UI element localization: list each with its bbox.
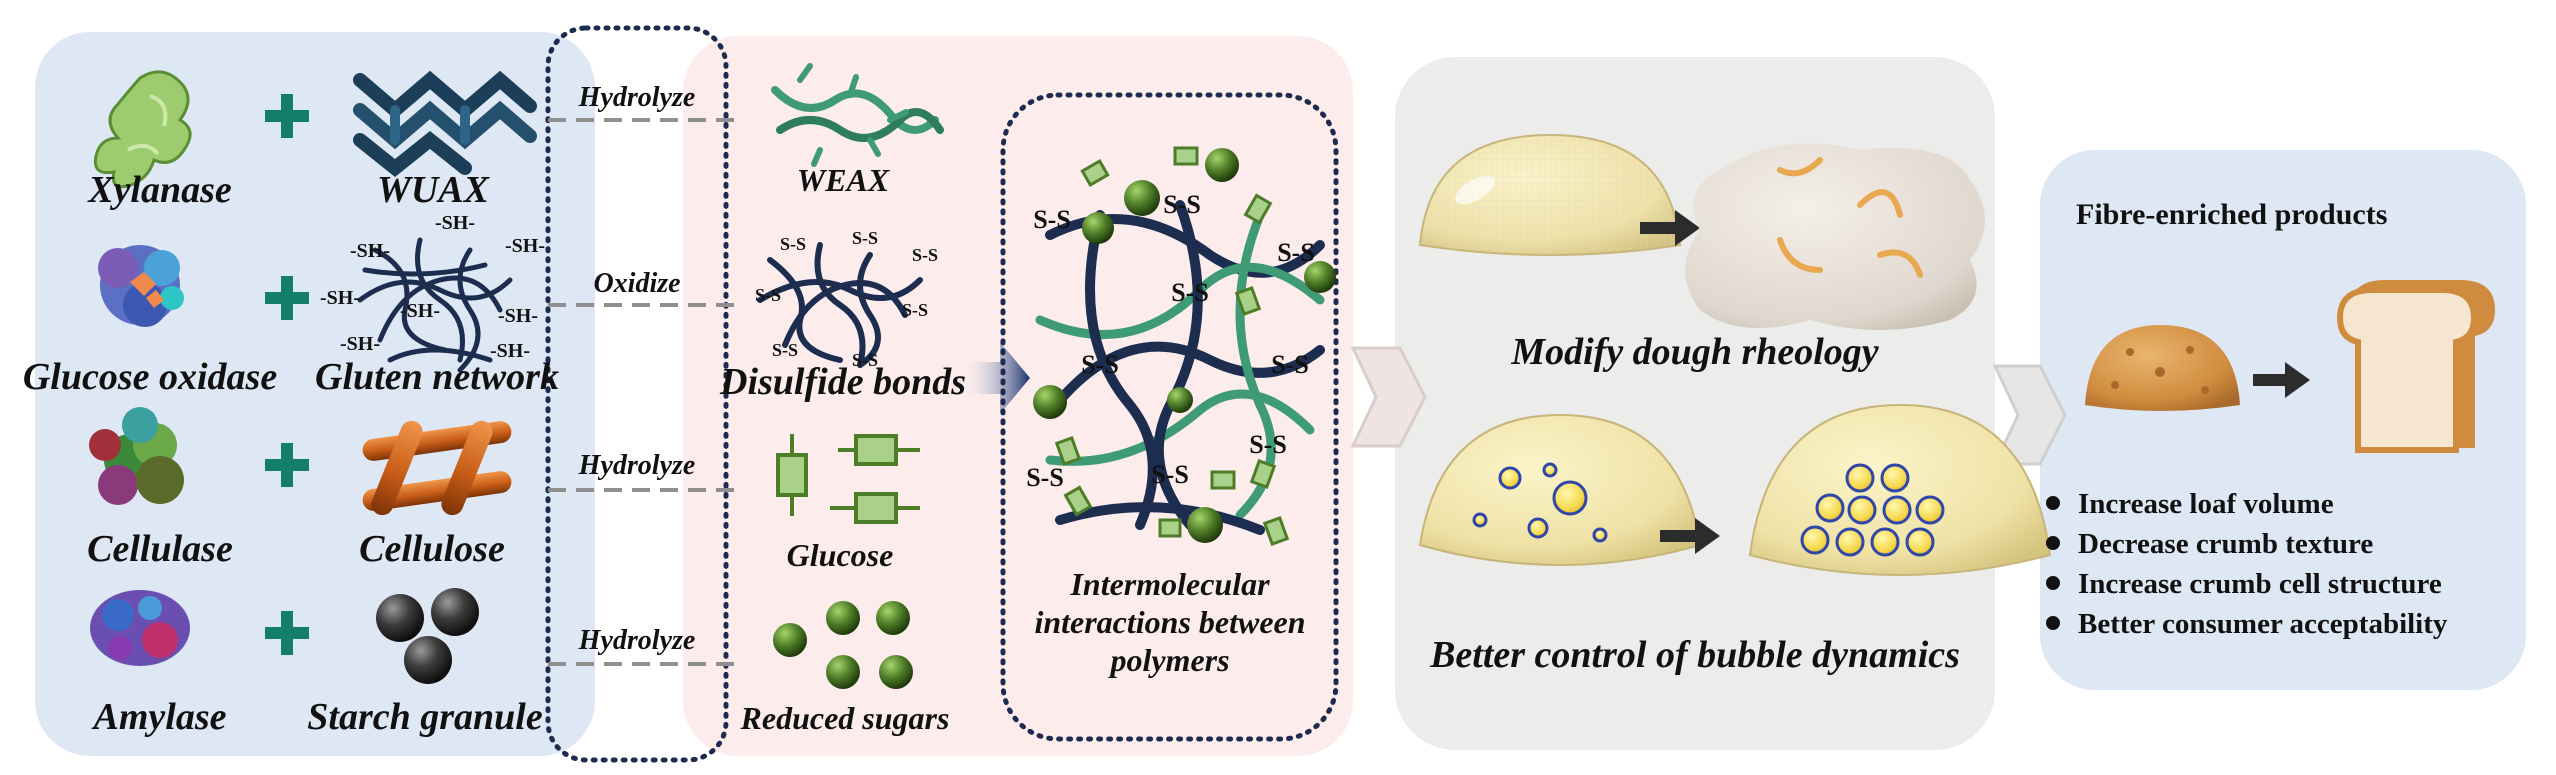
label-ss: S-S xyxy=(1271,350,1309,379)
label-sh: -SH- xyxy=(320,287,360,309)
label-ss: S-S xyxy=(1026,463,1064,492)
arrow-right-icon xyxy=(1640,210,1700,246)
chevron-arrow-2 xyxy=(1992,364,2067,466)
benefit-item: Better consumer acceptability xyxy=(2046,604,2447,644)
plus-icon xyxy=(265,611,309,655)
enzyme-panel xyxy=(35,32,595,756)
label-glucose: Glucose xyxy=(786,537,894,573)
label-ss: S-S xyxy=(851,350,879,370)
label-sh: -SH- xyxy=(490,340,530,362)
reaction-arrows xyxy=(548,118,740,666)
label-starch-granule: Starch granule xyxy=(307,696,543,738)
label-bubble-dynamics: Better control of bubble dynamics xyxy=(1430,634,1960,676)
plus-icon xyxy=(265,94,309,138)
label-amylase: Amylase xyxy=(93,696,227,738)
glucose-oxidase-icon xyxy=(98,245,184,327)
label-ss: S-S xyxy=(1171,278,1209,307)
label-ss: S-S xyxy=(911,245,939,265)
label-sh: -SH- xyxy=(350,240,390,262)
label-xylanase: Xylanase xyxy=(88,169,232,211)
xylanase-icon xyxy=(93,70,192,189)
label-weax: WEAX xyxy=(796,162,890,198)
bullet-icon xyxy=(2046,616,2060,631)
intermolecular-box xyxy=(1000,92,1339,742)
bullet-icon xyxy=(2046,576,2060,591)
label-modify-dough-rheology: Modify dough rheology xyxy=(1511,331,1879,373)
network-glucose-units xyxy=(1054,146,1290,546)
label-ss: S-S xyxy=(754,285,782,305)
label-ss: S-S xyxy=(771,340,799,360)
chevron-arrow-1 xyxy=(1350,346,1427,448)
benefit-item: Increase crumb cell structure xyxy=(2046,564,2447,604)
dough-bubbles-before-icon xyxy=(1418,413,1702,566)
label-reduced-sugars: Reduced sugars xyxy=(740,700,950,736)
label-ss: S-S xyxy=(851,228,879,248)
label-ss: S-S xyxy=(1249,430,1287,459)
label-disulfide-bonds: Disulfide bonds xyxy=(720,361,966,403)
dough-before-icon xyxy=(1418,133,1682,256)
bread-loaf-icon xyxy=(2336,280,2495,453)
reduced-sugars-icon xyxy=(773,601,913,689)
bullet-icon xyxy=(2046,536,2060,551)
label-sh: -SH- xyxy=(505,235,545,257)
label-cellulase: Cellulase xyxy=(87,528,233,570)
plus-icon xyxy=(265,276,309,320)
benefits-list: Increase loaf volume Decrease crumb text… xyxy=(2046,484,2447,644)
label-wuax: WUAX xyxy=(377,169,489,211)
fibre-products-title: Fibre-enriched products xyxy=(2076,198,2388,231)
label-ss: S-S xyxy=(1277,238,1315,267)
label-ss: S-S xyxy=(1081,350,1119,379)
label-sh: -SH- xyxy=(400,300,440,322)
cellulase-icon xyxy=(89,407,184,505)
gluten-network-icon xyxy=(357,237,513,373)
arrow-right-icon xyxy=(2253,362,2310,398)
disulfide-bonds-icon xyxy=(757,242,923,368)
label-glucose-oxidase: Glucose oxidase xyxy=(22,356,278,398)
label-ss: S-S xyxy=(1151,460,1189,489)
amylase-icon xyxy=(90,590,190,666)
dough-bubbles-after-icon xyxy=(1748,403,2052,576)
label-hydrolyze: Hydrolyze xyxy=(578,450,696,481)
label-sh: -SH- xyxy=(340,333,380,355)
label-ss: S-S xyxy=(901,300,929,320)
benefit-item: Decrease crumb texture xyxy=(2046,524,2447,564)
label-sh: -SH- xyxy=(498,305,538,327)
bread-bun-icon xyxy=(2085,325,2240,411)
label-intermolecular: Intermolecular interactions between poly… xyxy=(1034,566,1306,678)
bullet-icon xyxy=(2046,496,2060,511)
arrow-into-network xyxy=(960,342,1030,414)
plus-icon xyxy=(265,443,309,487)
glucose-icon xyxy=(776,434,920,524)
label-ss: S-S xyxy=(779,234,807,254)
label-cellulose: Cellulose xyxy=(359,528,505,570)
weax-icon xyxy=(771,63,944,167)
label-ss: S-S xyxy=(1163,190,1201,219)
arrow-right-icon xyxy=(1660,518,1720,554)
wuax-icon xyxy=(353,70,537,177)
label-hydrolyze: Hydrolyze xyxy=(578,82,696,113)
label-oxidize: Oxidize xyxy=(593,268,681,299)
label-sh: -SH- xyxy=(435,212,475,234)
network-sugar-balls xyxy=(1033,148,1336,543)
label-ss: S-S xyxy=(1033,205,1071,234)
benefit-item: Increase loaf volume xyxy=(2046,484,2447,524)
dough-after-icon xyxy=(1685,143,1985,330)
cellulose-icon xyxy=(362,420,512,516)
starch-granule-icon xyxy=(376,588,479,684)
reaction-column-box xyxy=(545,25,729,763)
label-gluten-network: Gluten network xyxy=(315,356,559,398)
label-hydrolyze: Hydrolyze xyxy=(578,625,696,656)
